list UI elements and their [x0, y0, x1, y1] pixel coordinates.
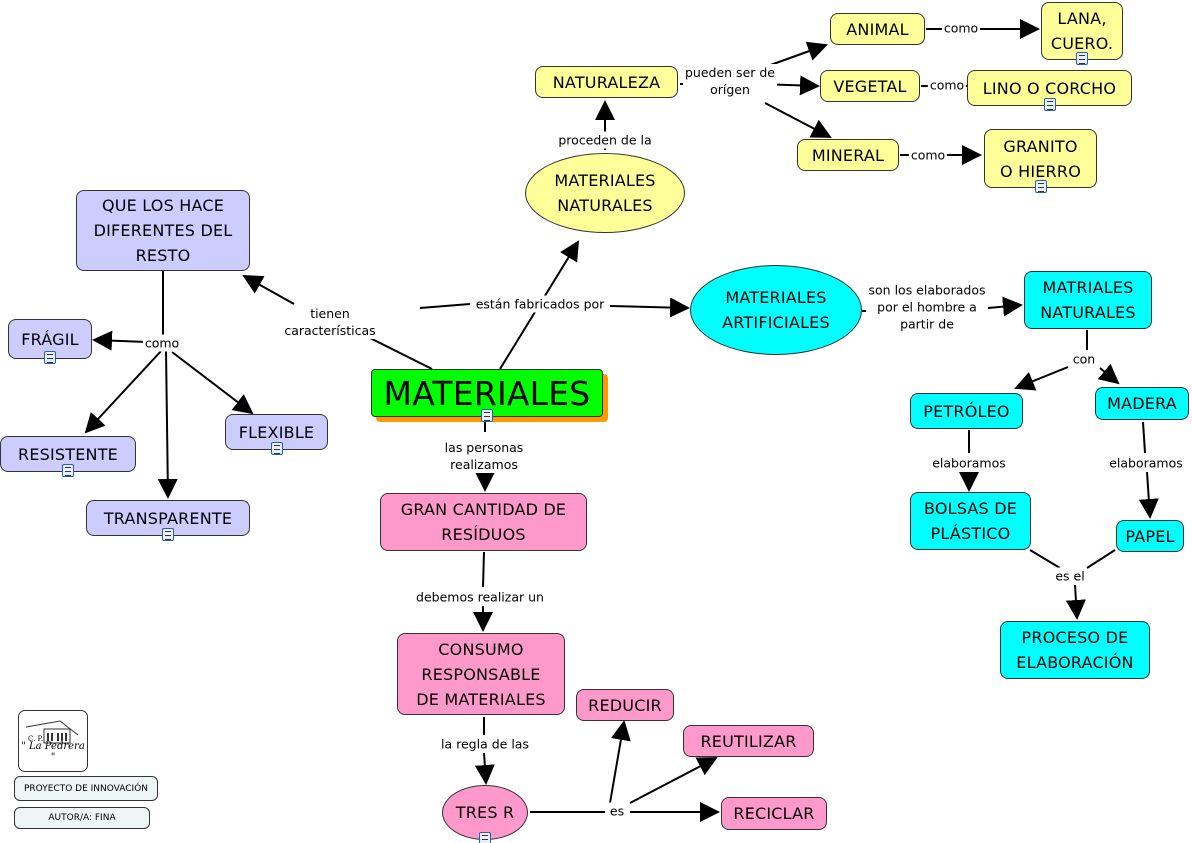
connection-line: [171, 351, 254, 415]
school-logo: C. P. " La Pedrera ": [18, 710, 88, 772]
link-label-como-caracteristicas: como: [142, 334, 182, 352]
author-label: AUTOR/A: FINA: [14, 807, 150, 829]
concept-petroleo[interactable]: PETRÓLEO: [910, 393, 1023, 429]
concept-mineral[interactable]: MINERAL: [797, 139, 899, 171]
connection-line: [987, 296, 1023, 317]
concept-papel[interactable]: PAPEL: [1116, 520, 1184, 552]
link-label-debemos-realizar-un: debemos realizar un: [414, 588, 546, 606]
note-icon[interactable]: [1043, 98, 1056, 111]
connection-line: [1097, 363, 1120, 385]
concept-matriales-naturales[interactable]: MATRIALES NATURALES: [1024, 271, 1152, 329]
note-icon[interactable]: [44, 351, 56, 364]
concept-gran-cantidad-residuos[interactable]: GRAN CANTIDAD DE RESÍDUOS: [380, 493, 587, 551]
connection-line: [369, 337, 433, 370]
note-icon[interactable]: [162, 528, 174, 541]
concept-que-los-hace[interactable]: QUE LOS HACE DIFERENTES DEL RESTO: [76, 190, 250, 271]
concept-reciclar[interactable]: RECICLAR: [721, 797, 827, 830]
connection-line: [419, 303, 471, 309]
link-label-tienen-caracteristicas: tienen características: [282, 305, 378, 339]
connection-line: [1142, 421, 1146, 454]
connection-line: [629, 757, 718, 804]
connection-line: [1014, 366, 1069, 391]
link-label-como-vegetal: como: [927, 76, 967, 94]
link-label-son-los-elaborados: son los elaborados por el hombre a parti…: [866, 281, 988, 333]
concept-proceso-elaboracion[interactable]: PROCESO DE ELABORACIÓN: [1000, 621, 1150, 679]
connection-line: [482, 551, 485, 588]
link-label-como-mineral: como: [908, 146, 948, 164]
connection-line: [92, 330, 148, 351]
connection-line: [1065, 584, 1086, 620]
concept-madera[interactable]: MADERA: [1095, 387, 1189, 420]
link-label-estan-fabricados-por: están fabricados por: [473, 295, 607, 313]
svg-text:C. P.: C. P.: [28, 735, 43, 743]
connection-line: [609, 297, 690, 318]
connection-line: [1086, 549, 1116, 569]
note-icon[interactable]: [1076, 52, 1088, 65]
connection-line: [1138, 471, 1159, 519]
link-label-como-animal: como: [941, 19, 981, 37]
concept-animal[interactable]: ANIMAL: [830, 13, 925, 45]
concept-granito-hierro[interactable]: GRANITO O HIERRO: [984, 129, 1097, 188]
concept-reducir[interactable]: REDUCIR: [576, 689, 674, 721]
concept-materiales-naturales[interactable]: MATERIALES NATURALES: [525, 153, 685, 233]
school-building-icon: C. P.: [25, 720, 79, 744]
note-icon[interactable]: [270, 442, 283, 455]
connection-line: [1029, 549, 1061, 569]
connection-line: [242, 275, 295, 305]
concept-reutilizar[interactable]: REUTILIZAR: [683, 725, 814, 757]
note-icon[interactable]: [481, 409, 493, 422]
link-label-las-personas-realizamos: las personas realizamos: [442, 439, 526, 473]
link-label-elaboramos-madera: elaboramos: [1107, 454, 1185, 472]
note-icon[interactable]: [62, 464, 74, 477]
connection-line: [84, 349, 163, 434]
note-icon[interactable]: [479, 832, 491, 843]
link-label-con: con: [1070, 350, 1098, 368]
link-label-la-regla-de-las: la regla de las: [439, 735, 531, 753]
link-label-proceden-de-la: proceden de la: [556, 131, 654, 149]
connection-line: [157, 349, 178, 499]
link-label-pueden-ser-de-origen: pueden ser de orígen: [682, 64, 778, 98]
note-icon[interactable]: [1034, 180, 1047, 193]
link-label-elaboramos-petroleo: elaboramos: [930, 454, 1008, 472]
connection-line: [764, 41, 828, 68]
concept-naturaleza[interactable]: NATURALEZA: [535, 66, 678, 98]
concept-bolsas-plastico[interactable]: BOLSAS DE PLÁSTICO: [910, 492, 1031, 550]
link-label-es-el: es el: [1053, 567, 1087, 585]
concept-materiales-artificiales[interactable]: MATERIALES ARTIFICIALES: [690, 265, 862, 355]
project-label: PROYECTO DE INNOVACIÓN: [14, 776, 158, 801]
link-label-es: es: [607, 802, 627, 820]
concept-vegetal[interactable]: VEGETAL: [820, 70, 920, 102]
connection-line: [474, 752, 495, 785]
connection-line: [764, 102, 832, 138]
concept-consumo-responsable[interactable]: CONSUMO RESPONSABLE DE MATERIALES: [397, 633, 565, 715]
connection-line: [609, 720, 631, 804]
logo-text: " La Pedrera ": [21, 741, 85, 763]
concept-lana-cuero[interactable]: LANA, CUERO.: [1041, 2, 1123, 60]
